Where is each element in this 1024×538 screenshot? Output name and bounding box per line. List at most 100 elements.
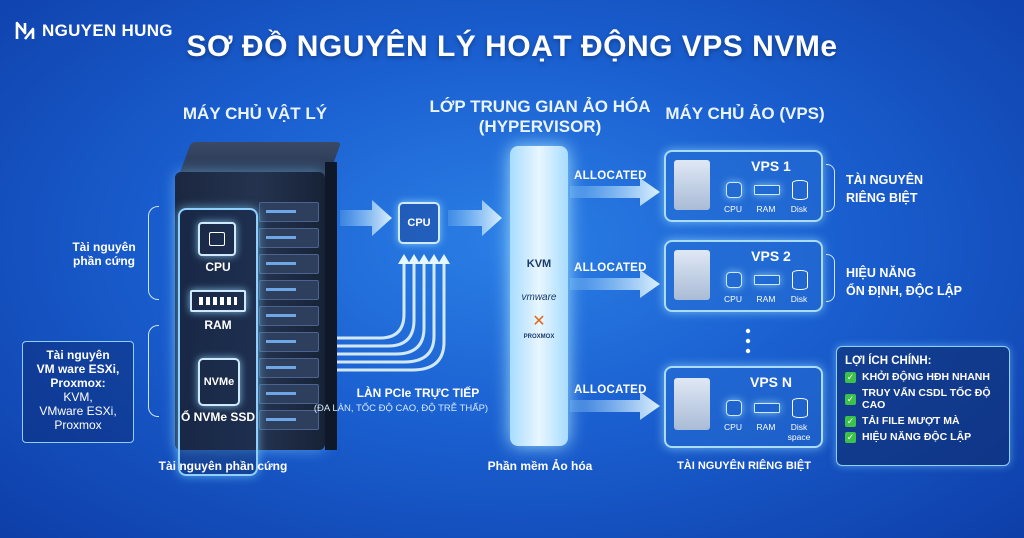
arrow-cpu-to-hypervisor: [448, 200, 502, 236]
vps-disk-icon: [792, 180, 808, 200]
vps-box-n: VPS N CPU RAM Disk space: [664, 366, 823, 448]
check-icon: ✓: [845, 393, 856, 405]
server-resource-panel: CPU RAM NVMe Ổ NVMe SSD: [178, 208, 258, 476]
column-header-virtual: MÁY CHỦ ẢO (VPS): [665, 104, 825, 123]
ram-module-icon: [190, 290, 246, 312]
server-bay: [259, 332, 319, 352]
benefit-item: ✓ TRUY VẤN CSDL TỐC ĐỘ CAO: [845, 387, 1009, 411]
arrow-allocated-2: [570, 270, 660, 298]
vps2-note-line2: ỔN ĐỊNH, ĐỘC LẬP: [846, 284, 962, 298]
brand-name: NGUYEN HUNG: [42, 21, 173, 40]
vps1-note-line2: RIÊNG BIỆT: [846, 191, 918, 205]
vps-cpu-label: CPU: [724, 204, 742, 214]
benefits-title: LỢI ÍCH CHÍNH:: [845, 355, 932, 367]
vps1-note-line1: TÀI NGUYÊN: [846, 173, 924, 187]
middle-cpu-label: CPU: [407, 217, 431, 229]
vps-disk-label: Disk: [790, 204, 808, 214]
vps-cpu-label: CPU: [724, 294, 742, 304]
hypervisor-layer: KVM vmware ✕ PROXMOX: [510, 146, 568, 446]
benefit-text: HIỆU NĂNG ĐỘC LẬP: [862, 431, 972, 443]
vps-box-1: VPS 1 CPU RAM Disk: [664, 150, 823, 222]
vps-cpu-icon: [726, 400, 742, 416]
middle-cpu-chip-icon: CPU: [398, 202, 440, 244]
allocated-label-1: ALLOCATED: [574, 170, 647, 182]
brand-logo: NGUYEN HUNG: [14, 20, 173, 42]
vps-ram-label: RAM: [756, 204, 776, 214]
left-box-line4: KVM,: [63, 390, 93, 404]
hardware-note: Tài nguyên phần cứng: [64, 240, 144, 268]
vendor-proxmox: PROXMOX: [523, 334, 555, 340]
left-box-line3: Proxmox:: [50, 376, 106, 390]
benefit-item: ✓ TẢI FILE MƯỢT MÀ: [845, 415, 1009, 427]
nvme-drive-icon: NVMe: [198, 358, 240, 406]
vps2-note: HIỆU NĂNG ỔN ĐỊNH, ĐỘC LẬP: [846, 264, 962, 300]
vps-title: VPS N: [749, 374, 792, 390]
check-icon: ✓: [845, 415, 856, 427]
hardware-note-line1: Tài nguyên: [72, 240, 136, 254]
cpu-label: CPU: [205, 260, 231, 274]
vendor-kvm: KVM: [526, 258, 552, 270]
vps-cpu-icon: [726, 182, 742, 198]
page-title: SƠ ĐỒ NGUYÊN LÝ HOẠT ĐỘNG VPS NVMe: [186, 30, 838, 63]
vps-disk-label-2: space: [787, 432, 811, 442]
vps-disk-icon: [792, 270, 808, 290]
vps-server-icon: [674, 250, 710, 300]
column-header-physical: MÁY CHỦ VẬT LÝ: [182, 104, 328, 123]
ellipsis-dots: [745, 328, 751, 354]
benefits-box: LỢI ÍCH CHÍNH: ✓ KHỞI ĐỘNG HĐH NHANH ✓ T…: [836, 346, 1010, 466]
hypervisor-header-line2: (HYPERVISOR): [478, 117, 602, 136]
brace-hardware: [148, 206, 159, 300]
vps-ram-icon: [754, 185, 780, 195]
physical-footer: Tài nguyên phần cứng: [158, 459, 288, 473]
vps-title: VPS 1: [751, 158, 791, 174]
arrow-allocated-3: [570, 392, 660, 420]
benefit-text: TẢI FILE MƯỢT MÀ: [862, 415, 960, 427]
vps-ram-label: RAM: [756, 294, 776, 304]
server-bay: [259, 410, 319, 430]
nvme-label: Ổ NVMe SSD: [180, 410, 255, 424]
left-box-line6: Proxmox: [54, 418, 102, 432]
vps-cpu-icon: [726, 272, 742, 288]
brace-vps2: [826, 254, 835, 302]
server-bay: [259, 228, 319, 248]
vps1-note: TÀI NGUYÊN RIÊNG BIỆT: [846, 171, 923, 207]
pcie-arrowheads: [398, 254, 450, 264]
benefit-item: ✓ KHỞI ĐỘNG HĐH NHANH: [845, 371, 1009, 383]
ram-label: RAM: [204, 318, 232, 332]
vps-ram-icon: [754, 275, 780, 285]
pcie-lane-title: LÀN PCIe TRỰC TIẾP: [356, 386, 480, 400]
column-header-hypervisor: LỚP TRUNG GIAN ẢO HÓA (HYPERVISOR): [410, 97, 670, 137]
brace-nvme: [148, 325, 159, 417]
allocated-label-2: ALLOCATED: [574, 262, 647, 274]
pcie-lane-subtitle: (ĐA LÀN, TỐC ĐỘ CAO, ĐỘ TRỄ THẤP): [313, 403, 489, 414]
hardware-note-line2: phần cứng: [72, 254, 136, 268]
check-icon: ✓: [845, 431, 856, 443]
brace-vps1: [826, 164, 835, 212]
vps-cpu-label: CPU: [724, 422, 742, 432]
vps-disk-label: Disk: [790, 422, 808, 432]
server-bay: [259, 280, 319, 300]
left-box-line2: VM ware ESXi,: [36, 362, 120, 376]
vps-title: VPS 2: [751, 248, 791, 264]
check-icon: ✓: [845, 371, 856, 383]
server-bay: [259, 306, 319, 326]
vps-disk-icon: [792, 398, 808, 418]
benefit-text: KHỞI ĐỘNG HĐH NHANH: [862, 371, 990, 383]
arrow-allocated-1: [570, 178, 660, 206]
allocated-label-3: ALLOCATED: [574, 384, 647, 396]
pcie-lanes: [238, 262, 446, 372]
server-bay: [259, 358, 319, 378]
vps-footer: TÀI NGUYÊN RIÊNG BIỆT: [677, 460, 811, 472]
vendor-vmware: vmware: [521, 292, 557, 303]
virtualization-resources-box: Tài nguyên VM ware ESXi, Proxmox: KVM, V…: [22, 341, 134, 443]
vps-box-2: VPS 2 CPU RAM Disk: [664, 240, 823, 312]
physical-server: CPU RAM NVMe Ổ NVMe SSD: [175, 142, 342, 476]
benefit-text: TRUY VẤN CSDL TỐC ĐỘ CAO: [862, 387, 991, 411]
proxmox-x-icon: ✕: [532, 313, 546, 330]
server-bay: [259, 384, 319, 404]
arrow-server-to-cpu: [340, 200, 392, 236]
vps-ram-label: RAM: [756, 422, 776, 432]
left-box-line1: Tài nguyên: [46, 348, 110, 362]
benefit-item: ✓ HIỆU NĂNG ĐỘC LẬP: [845, 431, 1009, 443]
